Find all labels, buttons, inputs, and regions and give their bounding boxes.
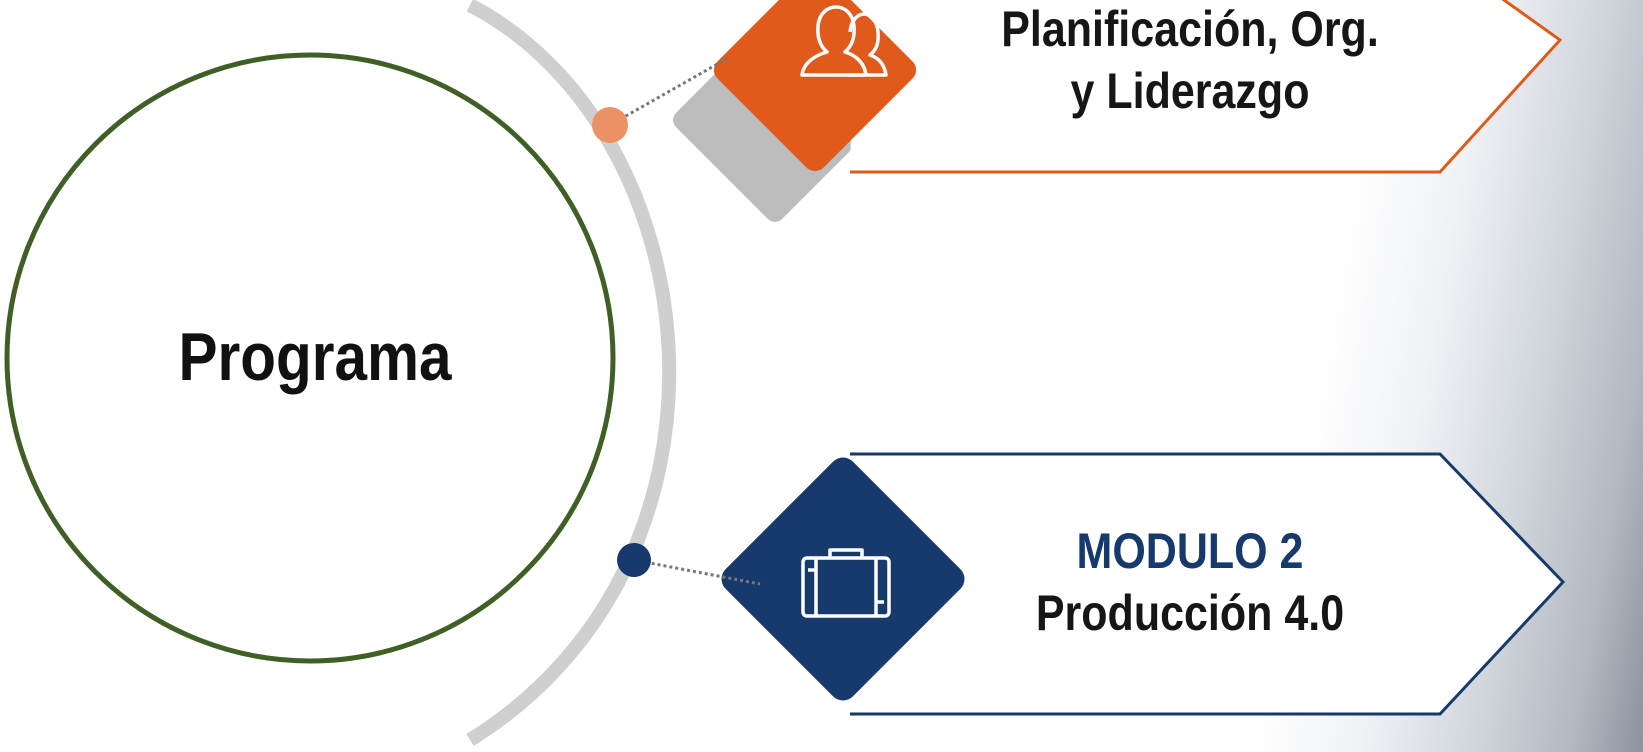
users-icon: [800, 5, 888, 77]
card-1-line-1: Planificación, Org.: [1001, 1, 1379, 57]
connector-arc: [466, 0, 677, 746]
module-card-2[interactable]: [617, 452, 1566, 716]
card-2-diamond: [721, 457, 965, 701]
briefcase-icon: [801, 548, 891, 618]
card-2-module-title: MODULO 2: [1076, 523, 1304, 579]
program-circle: [4, 52, 616, 664]
card-2-outline: [850, 452, 1566, 716]
card-2-dot: [617, 543, 651, 577]
module-card-1[interactable]: [592, 0, 1563, 226]
card-1-text: Planificación, Org. y Liderazgo: [984, 0, 1397, 122]
card-1-connector: [609, 56, 729, 127]
card-1-diamond: [713, 0, 917, 172]
card-1-line-2: y Liderazgo: [1070, 63, 1310, 119]
card-1-dot: [592, 107, 628, 143]
card-2-line-1: Producción 4.0: [1035, 585, 1345, 641]
card-1-outline: [850, 0, 1563, 174]
program-title: Programa: [178, 319, 452, 395]
card-2-text: MODULO 2 Producción 4.0: [984, 520, 1397, 644]
